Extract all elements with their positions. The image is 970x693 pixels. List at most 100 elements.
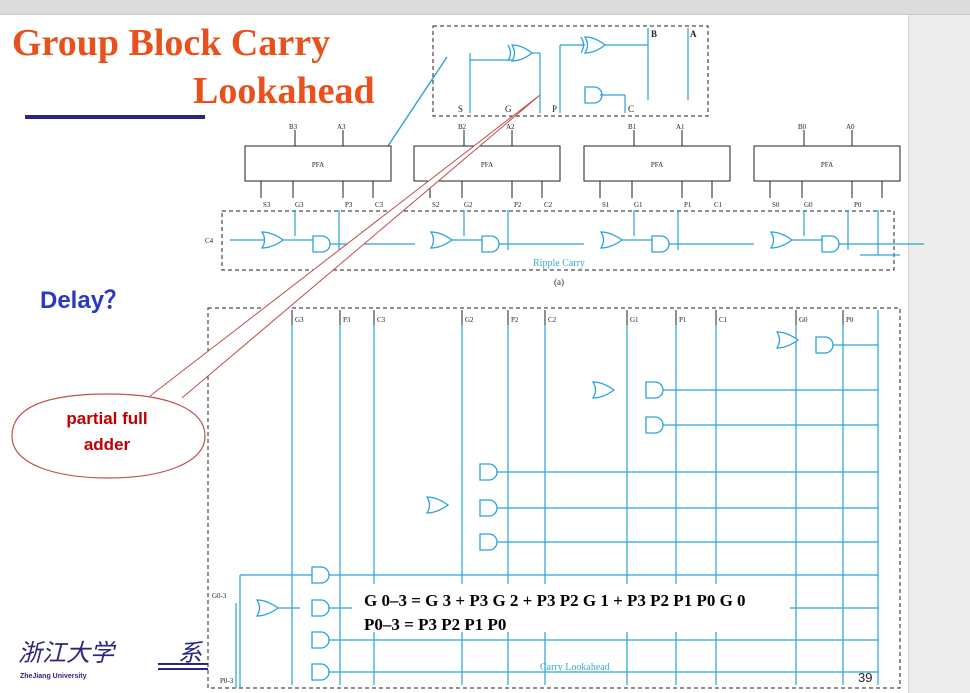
or-gate-icon xyxy=(426,496,449,514)
and-gate-icon xyxy=(815,336,834,354)
cla-input-label: G0 xyxy=(799,316,808,324)
pfa-detail-output-c: C xyxy=(628,104,634,114)
pfa-detail-input-a: A xyxy=(690,29,697,39)
pfa-block-label: PFA xyxy=(312,161,324,169)
pfa-output-label: P2 xyxy=(514,201,522,209)
pfa-block-label: PFA xyxy=(651,161,663,169)
or-gate-icon xyxy=(592,381,615,399)
p03-label: P0-3 xyxy=(220,677,234,685)
pfa-output-label: G0 xyxy=(804,201,813,209)
title-line-1: Group Block Carry xyxy=(12,22,330,64)
and-gate-icon xyxy=(479,499,498,517)
pfa-detail-output-p: P xyxy=(552,104,557,114)
ripple-carry-label: Ripple Carry xyxy=(533,258,585,269)
xor-gate-icon xyxy=(507,44,533,62)
callout-bubble: partial full adder xyxy=(11,94,541,479)
pfa-input-b: B1 xyxy=(628,123,637,131)
cla-gates xyxy=(235,331,878,688)
pfa-output-label: S1 xyxy=(602,201,610,209)
logo-fragment: 系 xyxy=(178,639,204,667)
cla-input-label: P0 xyxy=(846,316,854,324)
cla-input-label: P2 xyxy=(511,316,519,324)
pfa-input-b: B0 xyxy=(798,123,807,131)
pfa-detail-frame xyxy=(432,25,709,117)
pfa-detail-output-s: S xyxy=(458,104,463,114)
or-gate-icon xyxy=(430,231,453,249)
cla-input-label: C3 xyxy=(377,316,386,324)
pfa-input-b: B2 xyxy=(458,123,467,131)
or-gate-icon xyxy=(776,331,799,349)
pfa-detail-pointer xyxy=(379,56,448,159)
and-gate-icon xyxy=(311,663,330,681)
pfa-output-label: S3 xyxy=(263,201,271,209)
pfa-input-b: B3 xyxy=(289,123,298,131)
carry-lookahead-frame xyxy=(207,307,901,689)
or-gate-icon xyxy=(600,231,623,249)
equation-g03: G 0–3 = G 3 + P3 G 2 + P3 P2 G 1 + P3 P2… xyxy=(364,591,746,610)
and-gate-icon xyxy=(312,235,331,253)
equation-backdrop xyxy=(352,584,790,632)
pfa-output-label: G1 xyxy=(634,201,643,209)
pfa-output-label: S2 xyxy=(432,201,440,209)
cla-input-label: G2 xyxy=(465,316,474,324)
cla-input-label: P1 xyxy=(679,316,687,324)
and-gate-icon xyxy=(645,381,664,399)
and-gate-icon xyxy=(821,235,840,253)
right-margin xyxy=(909,15,970,693)
pfa-input-a: A3 xyxy=(337,123,346,131)
pfa-output-label: P1 xyxy=(684,201,692,209)
zju-logo: 浙江大学 ZheJiang University 系 xyxy=(18,639,208,680)
cla-input-label: C2 xyxy=(548,316,557,324)
c4-label: C4 xyxy=(205,237,214,245)
ripple-carry-gates xyxy=(230,210,924,256)
and-gate-icon xyxy=(584,86,603,104)
pfa-block xyxy=(753,145,901,182)
and-gate-icon xyxy=(479,533,498,551)
pfa-block xyxy=(583,145,731,182)
pfa-output-label: S0 xyxy=(772,201,780,209)
figure-label: (a) xyxy=(554,277,564,287)
logo-subtitle: ZheJiang University xyxy=(20,673,87,680)
and-gate-icon xyxy=(645,416,664,434)
and-gate-icon xyxy=(311,566,330,584)
ripple-carry-frame xyxy=(221,210,895,271)
and-gate-icon xyxy=(481,235,500,253)
delay-label: Delay？ xyxy=(40,287,128,314)
carry-lookahead-label: Carry Lookahead xyxy=(540,662,610,673)
pfa-input-a: A0 xyxy=(846,123,855,131)
callout-line-2: adder xyxy=(84,435,131,454)
and-gate-icon xyxy=(651,235,670,253)
pfa-block-label: PFA xyxy=(481,161,493,169)
pfa-detail: B A S G P C xyxy=(432,25,709,117)
logo-text: 浙江大学 xyxy=(18,639,117,667)
and-gate-icon xyxy=(311,631,330,649)
pfa-block-label: PFA xyxy=(821,161,833,169)
or-gate-icon xyxy=(261,231,284,249)
cla-input-label: G3 xyxy=(295,316,304,324)
pfa-detail-input-b: B xyxy=(651,29,657,39)
page-number: 39 xyxy=(858,670,872,685)
and-gate-icon xyxy=(311,599,330,617)
pfa-output-label: C3 xyxy=(375,201,384,209)
equation-p03: P0–3 = P3 P2 P1 P0 xyxy=(364,615,506,634)
pfa-output-label: P0 xyxy=(854,201,862,209)
pfa-block xyxy=(244,145,392,182)
cla-input-label: G1 xyxy=(630,316,639,324)
pfa-input-a: A2 xyxy=(506,123,515,131)
window-top-bar xyxy=(0,0,970,15)
or-gate-icon xyxy=(770,231,793,249)
and-gate-icon xyxy=(479,463,498,481)
pfa-output-label: G3 xyxy=(295,201,304,209)
slide-canvas xyxy=(0,15,909,693)
pfa-detail-output-g: G xyxy=(505,104,512,114)
cla-input-label: P3 xyxy=(343,316,351,324)
pfa-input-a: A1 xyxy=(676,123,685,131)
pfa-output-label: P3 xyxy=(345,201,353,209)
g03-label: G0-3 xyxy=(212,592,227,600)
callout-line-1: partial full xyxy=(66,409,147,428)
or-gate-icon xyxy=(256,599,279,617)
pfa-output-label: G2 xyxy=(464,201,473,209)
